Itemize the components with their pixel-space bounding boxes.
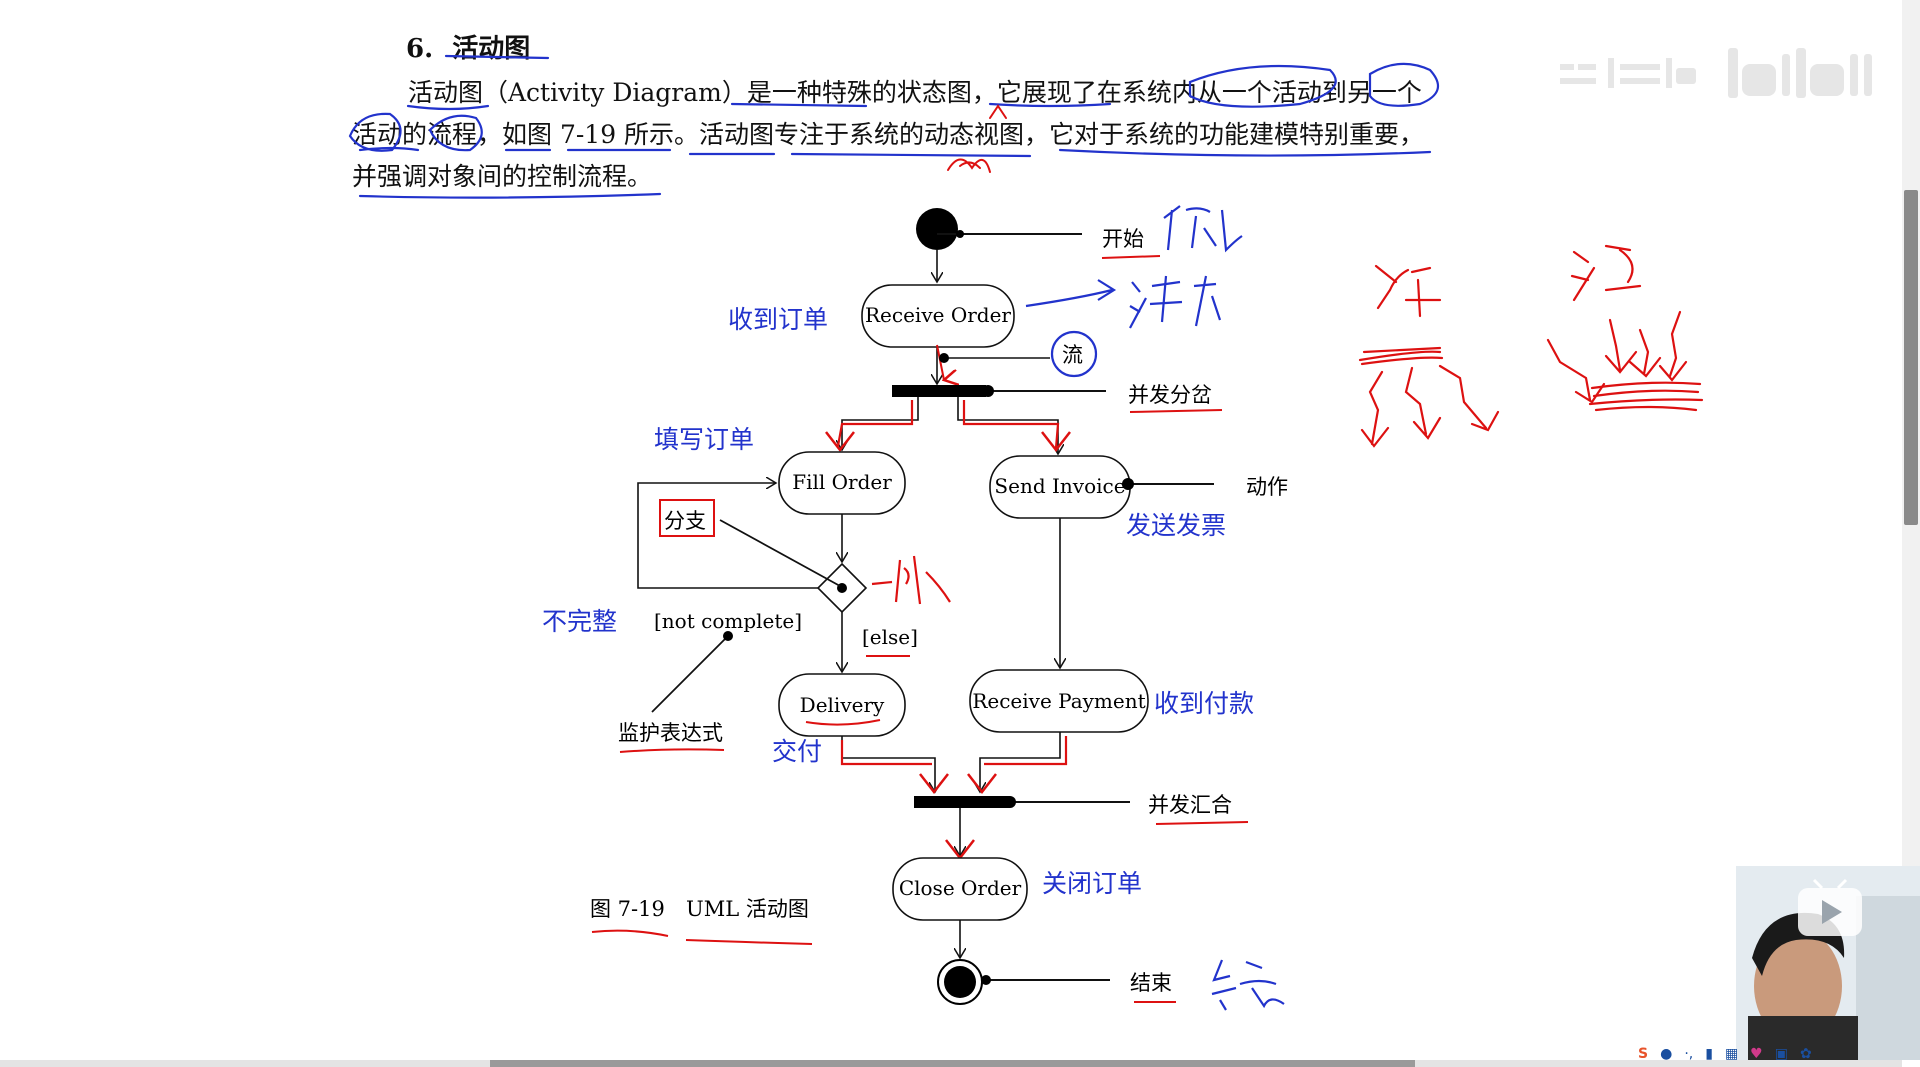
vertical-scrollbar-thumb[interactable] — [1904, 190, 1918, 525]
send-invoice-cn: 发送发票 — [1126, 511, 1226, 540]
flow-loop-not-complete — [637, 483, 818, 589]
presenter-video — [1736, 866, 1920, 1060]
sogou-ime-icon[interactable]: S — [1638, 1046, 1649, 1062]
webcam-overlay — [1736, 866, 1920, 1060]
action-label: 动作 — [1246, 475, 1288, 499]
paragraph-line-3: 并强调对象间的控制流程。 — [352, 162, 653, 191]
delivery-cn: 交付 — [772, 737, 822, 766]
ime-toolbar[interactable]: S ● ·, ▮ ▦ ♥ ▣ ✿ — [1638, 1044, 1902, 1064]
flow-label: 流 — [1062, 343, 1083, 367]
flow-payment-join — [980, 732, 1061, 792]
ime-mode-icon[interactable]: ● — [1660, 1046, 1673, 1062]
fill-order-cn: 填写订单 — [654, 425, 754, 454]
activity-close-order-label: Close Order — [899, 876, 1022, 900]
start-label: 开始 — [1102, 227, 1144, 251]
join-sketch — [1546, 244, 1704, 412]
activity-fill-order-label: Fill Order — [792, 470, 892, 494]
paragraph-line-2: 活动的流程，如图 7-19 所示。活动图专注于系统的动态视图，它对于系统的功能建… — [352, 120, 1425, 149]
skin-icon[interactable]: ♥ — [1750, 1046, 1763, 1062]
section-number: 6. — [406, 34, 434, 64]
join-red-trace — [840, 736, 1068, 766]
tools-icon[interactable]: ▣ — [1774, 1046, 1788, 1062]
paragraph-red-marks — [947, 104, 1007, 173]
flow-circle-annotation — [1050, 330, 1098, 378]
punctuation-icon[interactable]: ·, — [1684, 1046, 1694, 1062]
section-title: 活动图 — [452, 34, 531, 64]
join-label: 并发汇合 — [1148, 793, 1232, 817]
caption-title: UML 活动图 — [686, 897, 809, 921]
guard-underline — [619, 748, 725, 753]
activity-send-invoice-label: Send Invoice — [994, 474, 1125, 498]
caption-underline — [591, 929, 813, 945]
paragraph-pen-marks — [348, 54, 1440, 199]
settings-icon[interactable]: ✿ — [1799, 1046, 1812, 1062]
branch-pointer — [719, 519, 841, 587]
fork-label: 并发分岔 — [1128, 383, 1212, 407]
flow-red-mark — [936, 344, 944, 380]
fork-red-trace — [836, 400, 1060, 449]
fork-bar — [892, 385, 986, 397]
horizontal-scrollbar-thumb[interactable] — [490, 1060, 1415, 1067]
paragraph-line-1: 活动图（Activity Diagram）是一种特殊的状态图，它展现了在系统内从… — [408, 78, 1422, 107]
decision-red-mark — [871, 555, 951, 605]
branch-box — [659, 499, 715, 537]
activity-handwriting — [1129, 275, 1222, 329]
bilibili-watermark-icon — [1560, 48, 1872, 98]
end-label: 结束 — [1130, 971, 1172, 995]
activity-receive-payment-label: Receive Payment — [972, 689, 1145, 713]
activity-delivery-label: Delivery — [800, 693, 885, 717]
microphone-icon[interactable]: ▮ — [1705, 1046, 1713, 1062]
flow-fork-fill — [842, 397, 919, 450]
join-underline — [1155, 821, 1249, 825]
delivery-underline — [805, 719, 881, 726]
close-order-cn: 关闭订单 — [1042, 869, 1142, 898]
activity-receive-order-label: Receive Order — [865, 303, 1011, 327]
activity-arrow-annotation — [1025, 279, 1117, 308]
not-complete-cn: 不完整 — [542, 607, 617, 636]
final-node-dot — [944, 966, 976, 998]
initial-node — [916, 208, 958, 250]
play-icon[interactable] — [1798, 878, 1862, 936]
not-complete-label: [not complete] — [654, 609, 802, 633]
join-bar — [914, 796, 1010, 808]
start-underline — [1101, 255, 1161, 259]
guard-pointer — [651, 635, 729, 713]
flow-fork-invoice — [957, 397, 1058, 454]
guard-label: 监护表达式 — [618, 721, 723, 745]
section-heading: 6. 活动图 — [406, 28, 530, 65]
fork-underline — [1129, 409, 1223, 413]
end-handwriting — [1211, 959, 1285, 1011]
receive-order-cn: 收到订单 — [728, 305, 828, 334]
caption-figure: 图 7-19 — [590, 897, 665, 921]
branch-label: 分支 — [664, 509, 706, 533]
fork-sketch — [1358, 264, 1500, 448]
receive-payment-cn: 收到付款 — [1154, 689, 1254, 718]
start-handwriting — [1163, 205, 1243, 253]
intro-paragraph: 活动图（Activity Diagram）是一种特殊的状态图，它展现了在系统内从… — [352, 72, 1472, 198]
activity-receive-payment — [969, 669, 1149, 733]
keyboard-icon[interactable]: ▦ — [1724, 1046, 1739, 1062]
else-label: [else] — [862, 625, 918, 649]
